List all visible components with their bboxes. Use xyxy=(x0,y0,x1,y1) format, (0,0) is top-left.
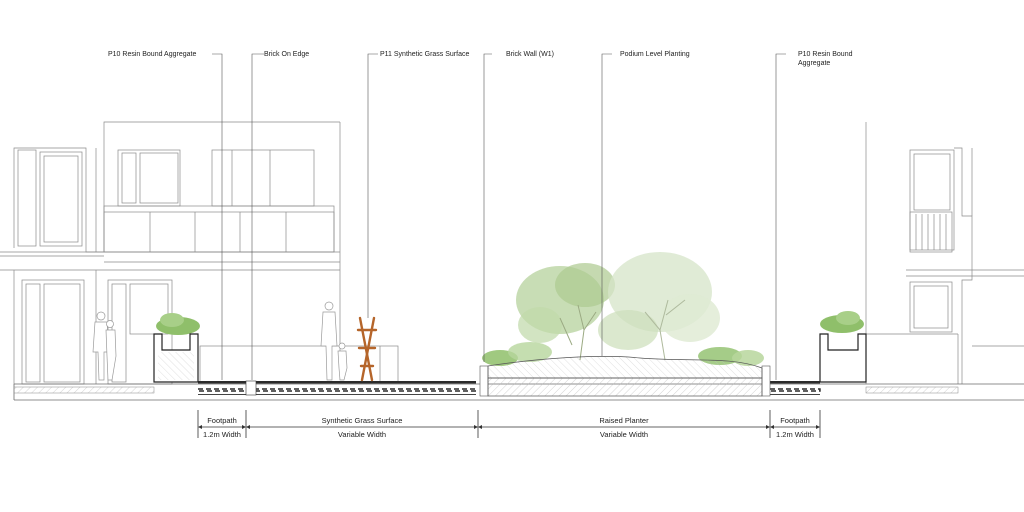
annotation-podium-planting: Podium Level Planting xyxy=(620,51,690,58)
annotation-brick-on-edge: Brick On Edge xyxy=(264,51,309,58)
dimension-footpath-right-name: Footpath xyxy=(780,416,810,425)
ground-section xyxy=(13,365,1024,401)
annotation-p11: P11 Synthetic Grass Surface xyxy=(380,51,469,58)
left-building xyxy=(0,121,399,385)
right-building xyxy=(865,122,1024,384)
annotation-p10-right-line1: P10 Resin Bound xyxy=(798,51,853,58)
annotation-p10-right-line2: Aggregate xyxy=(798,60,830,67)
dimension-planter-name: Raised Planter xyxy=(599,416,649,425)
planter-box xyxy=(819,311,867,383)
dimension-planter-width: Variable Width xyxy=(600,430,648,439)
planter-box xyxy=(153,313,200,383)
annotation-leaders xyxy=(212,53,786,380)
person-figure xyxy=(92,311,117,381)
timber-sculpture xyxy=(356,316,378,382)
person-figure xyxy=(320,301,348,381)
dimension-grass-width: Variable Width xyxy=(338,430,386,439)
tree-canopy xyxy=(516,252,720,361)
dimension-footpath-left-name: Footpath xyxy=(207,416,237,425)
annotation-p10-left: P10 Resin Bound Aggregate xyxy=(108,51,196,58)
dimension-footpath-left-width: 1.2m Width xyxy=(203,430,241,439)
annotation-brick-wall: Brick Wall (W1) xyxy=(506,51,554,58)
dimension-footpath-right-width: 1.2m Width xyxy=(776,430,814,439)
dimension-lines xyxy=(197,410,821,438)
raised-planter xyxy=(482,252,764,397)
dimension-grass-name: Synthetic Grass Surface xyxy=(322,416,403,425)
